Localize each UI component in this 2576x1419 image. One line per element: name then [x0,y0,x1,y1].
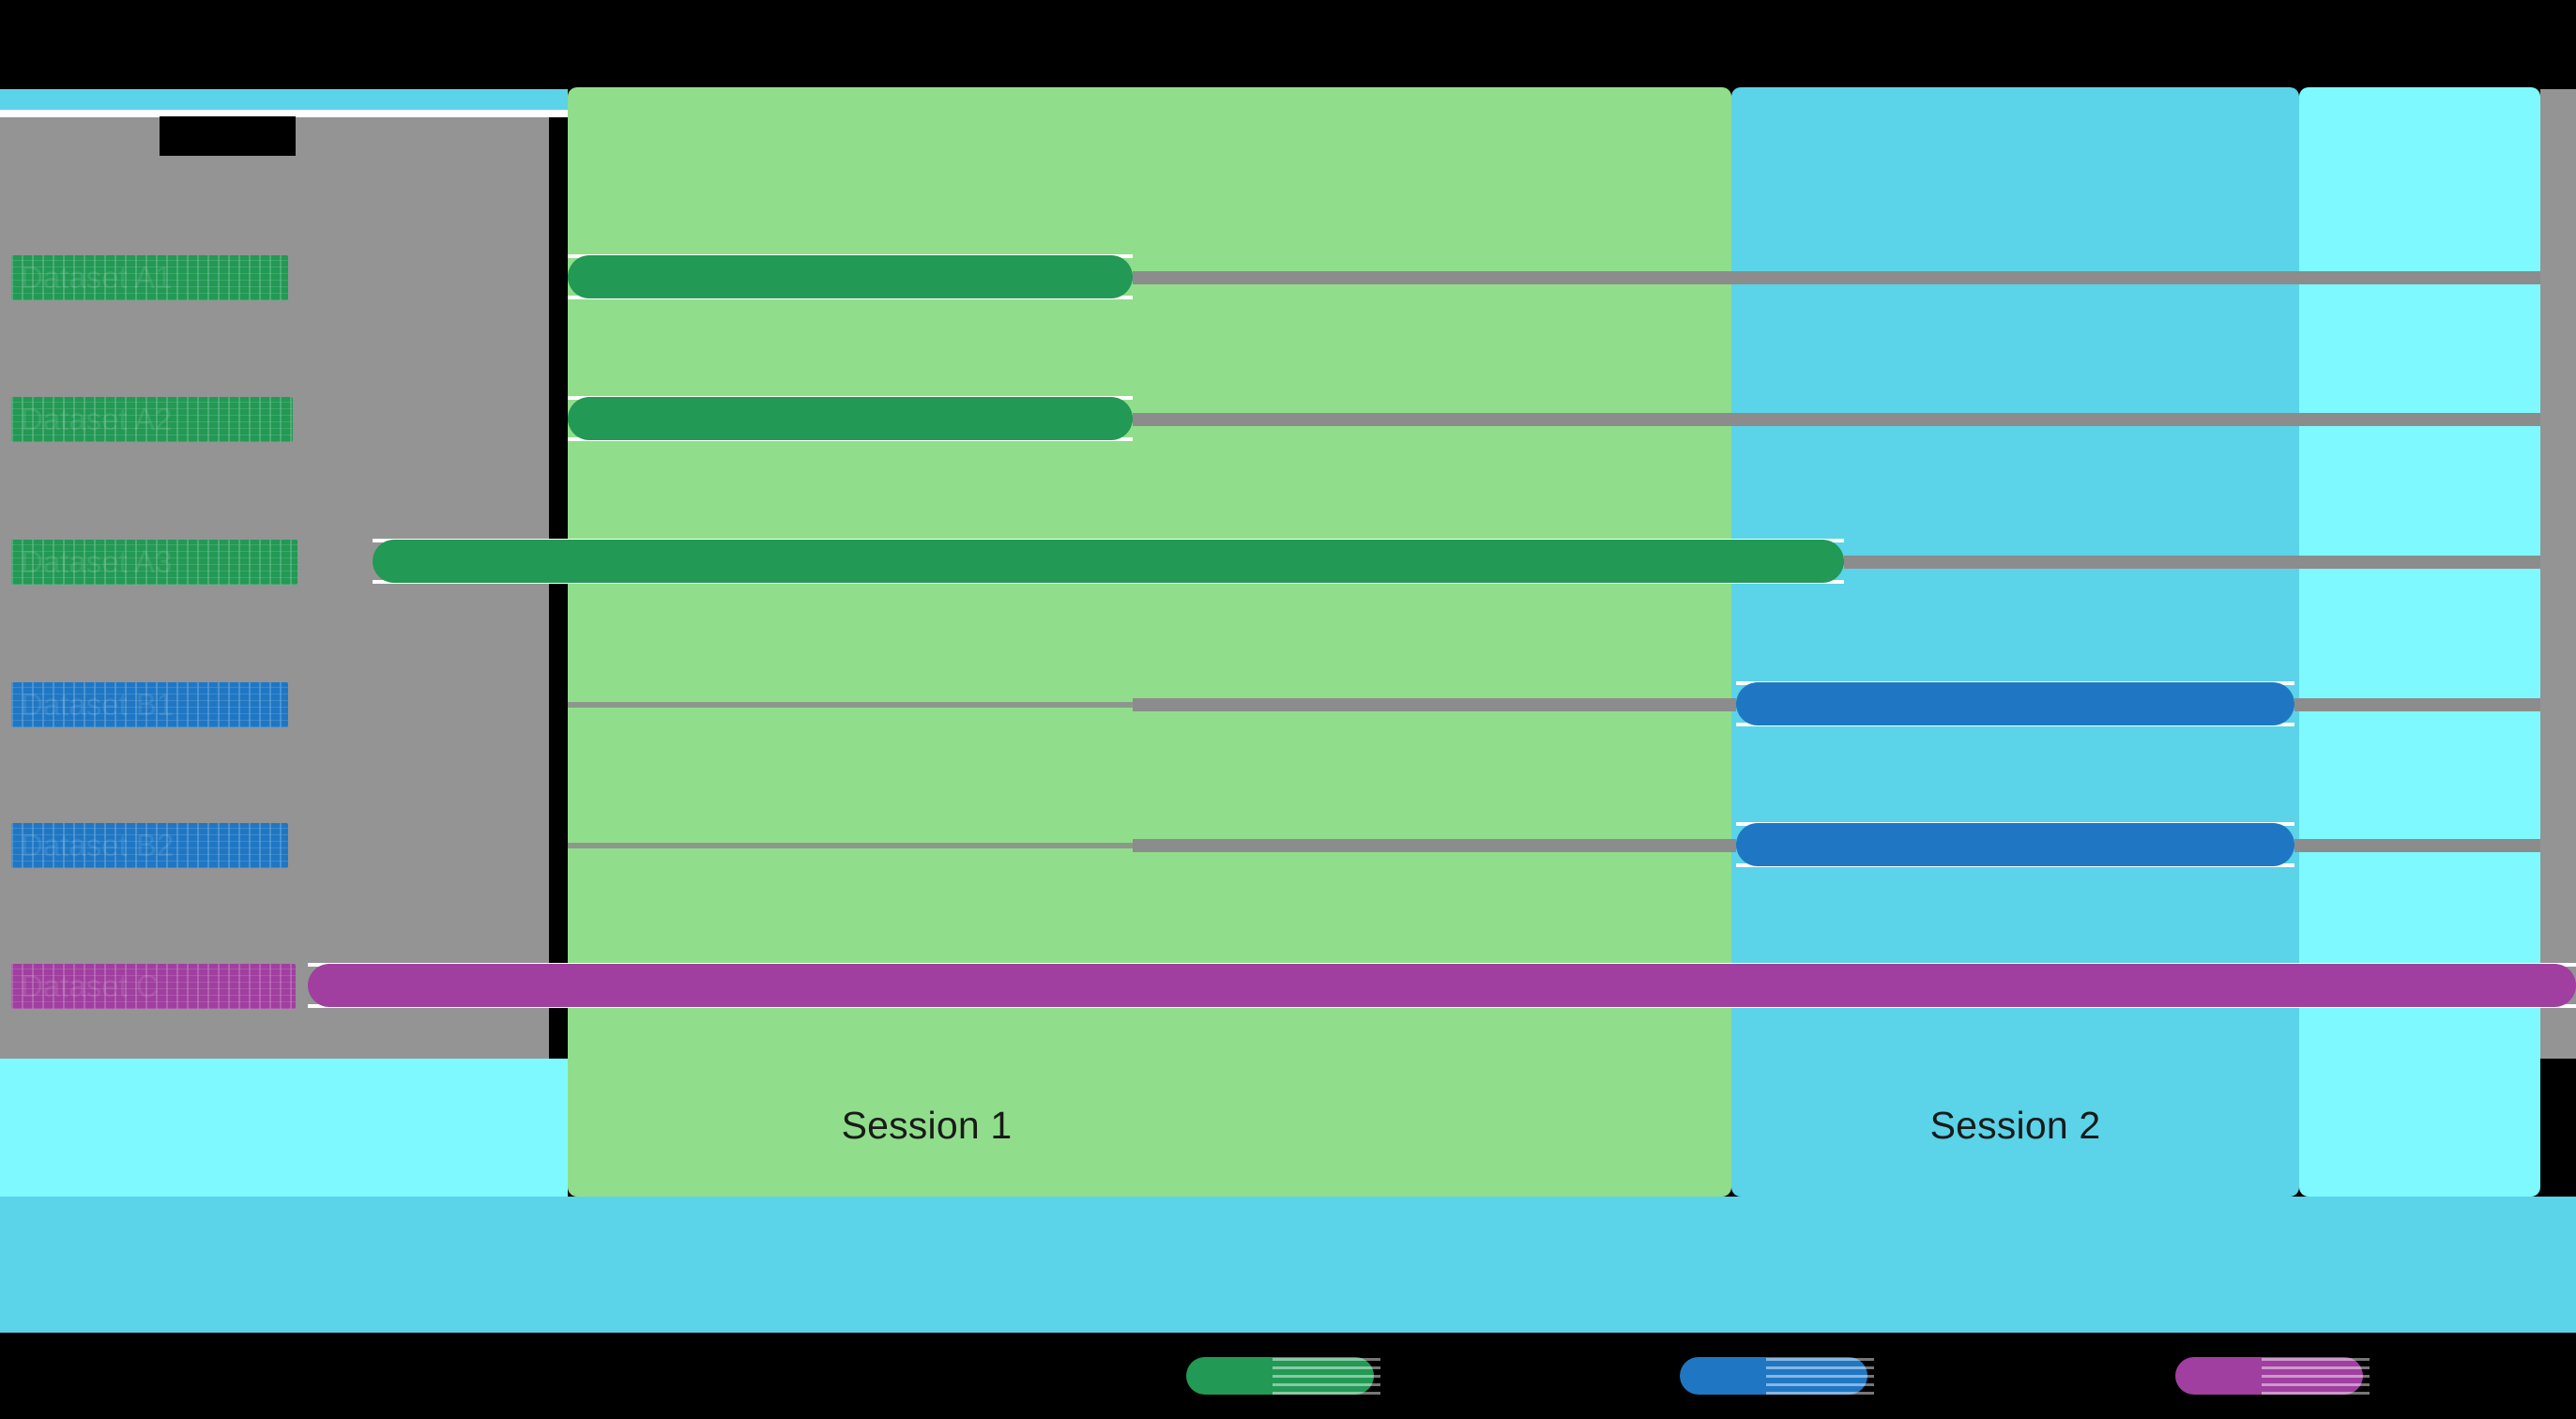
row-label-text: Dataset A1 [21,260,173,295]
connector-2 [1844,556,2540,569]
footer-band [0,1197,2576,1333]
connector-6 [2294,839,2540,852]
connector-5 [1133,839,1736,852]
row-label-redaction-pattern [11,964,296,1009]
row-label-redaction-pattern [11,540,297,585]
bar-dataset-a1[interactable] [568,255,1133,298]
legend-item-0[interactable] [1186,1357,1383,1395]
session-1-label: Session 1 [841,1104,1013,1147]
row-label-dataset-a1: Dataset A1 [11,255,288,300]
connector-1 [1133,413,2540,426]
right-gray-margin [2540,89,2576,1059]
bar-dataset-a3[interactable] [373,540,1844,583]
row-label-text: Dataset B1 [21,687,175,722]
legend-item-1[interactable] [1680,1357,1877,1395]
session-2-label: Session 2 [1929,1104,2101,1147]
row-label-redaction-pattern [11,682,288,727]
chart-legend [0,1333,2576,1419]
row-label-redaction-pattern [11,255,288,300]
row-label-text: Dataset C [21,969,159,1003]
page-title-redaction-2 [174,120,296,156]
bar-dataset-b1[interactable] [1736,682,2294,725]
bar-dataset-c[interactable] [308,964,2576,1007]
connector-3 [1133,698,1736,711]
row-label-dataset-a3: Dataset A3 [11,540,297,585]
row-label-dataset-b2: Dataset B2 [11,823,288,868]
legend-swatch-magenta [2175,1357,2363,1395]
connector-0 [1133,271,2540,284]
row-label-dataset-c: Dataset C [11,964,296,1009]
top-cyan-strip [0,89,568,110]
session-band-3 [2299,87,2540,1197]
row-label-redaction-pattern [11,823,288,868]
row-label-redaction-pattern [11,397,293,442]
row-label-dataset-b1: Dataset B1 [11,682,288,727]
connector-4 [2294,698,2540,711]
legend-label-1-redacted [1766,1357,1874,1395]
row-label-text: Dataset A3 [21,544,173,579]
legend-label-0-redacted [1273,1357,1380,1395]
bar-dataset-b2[interactable] [1736,823,2294,866]
legend-item-2[interactable] [2175,1357,2372,1395]
row-label-dataset-a2: Dataset A2 [11,397,293,442]
legend-swatch-blue [1680,1357,1867,1395]
legend-label-2-redacted [2262,1357,2370,1395]
row-label-text: Dataset B2 [21,828,175,862]
row-label-text: Dataset A2 [21,402,173,436]
bar-dataset-a2[interactable] [568,397,1133,440]
row-label-panel-footer [0,1059,568,1197]
legend-swatch-green [1186,1357,1374,1395]
top-white-divider [0,110,568,117]
session-band-2: Session 2 [1731,87,2299,1197]
